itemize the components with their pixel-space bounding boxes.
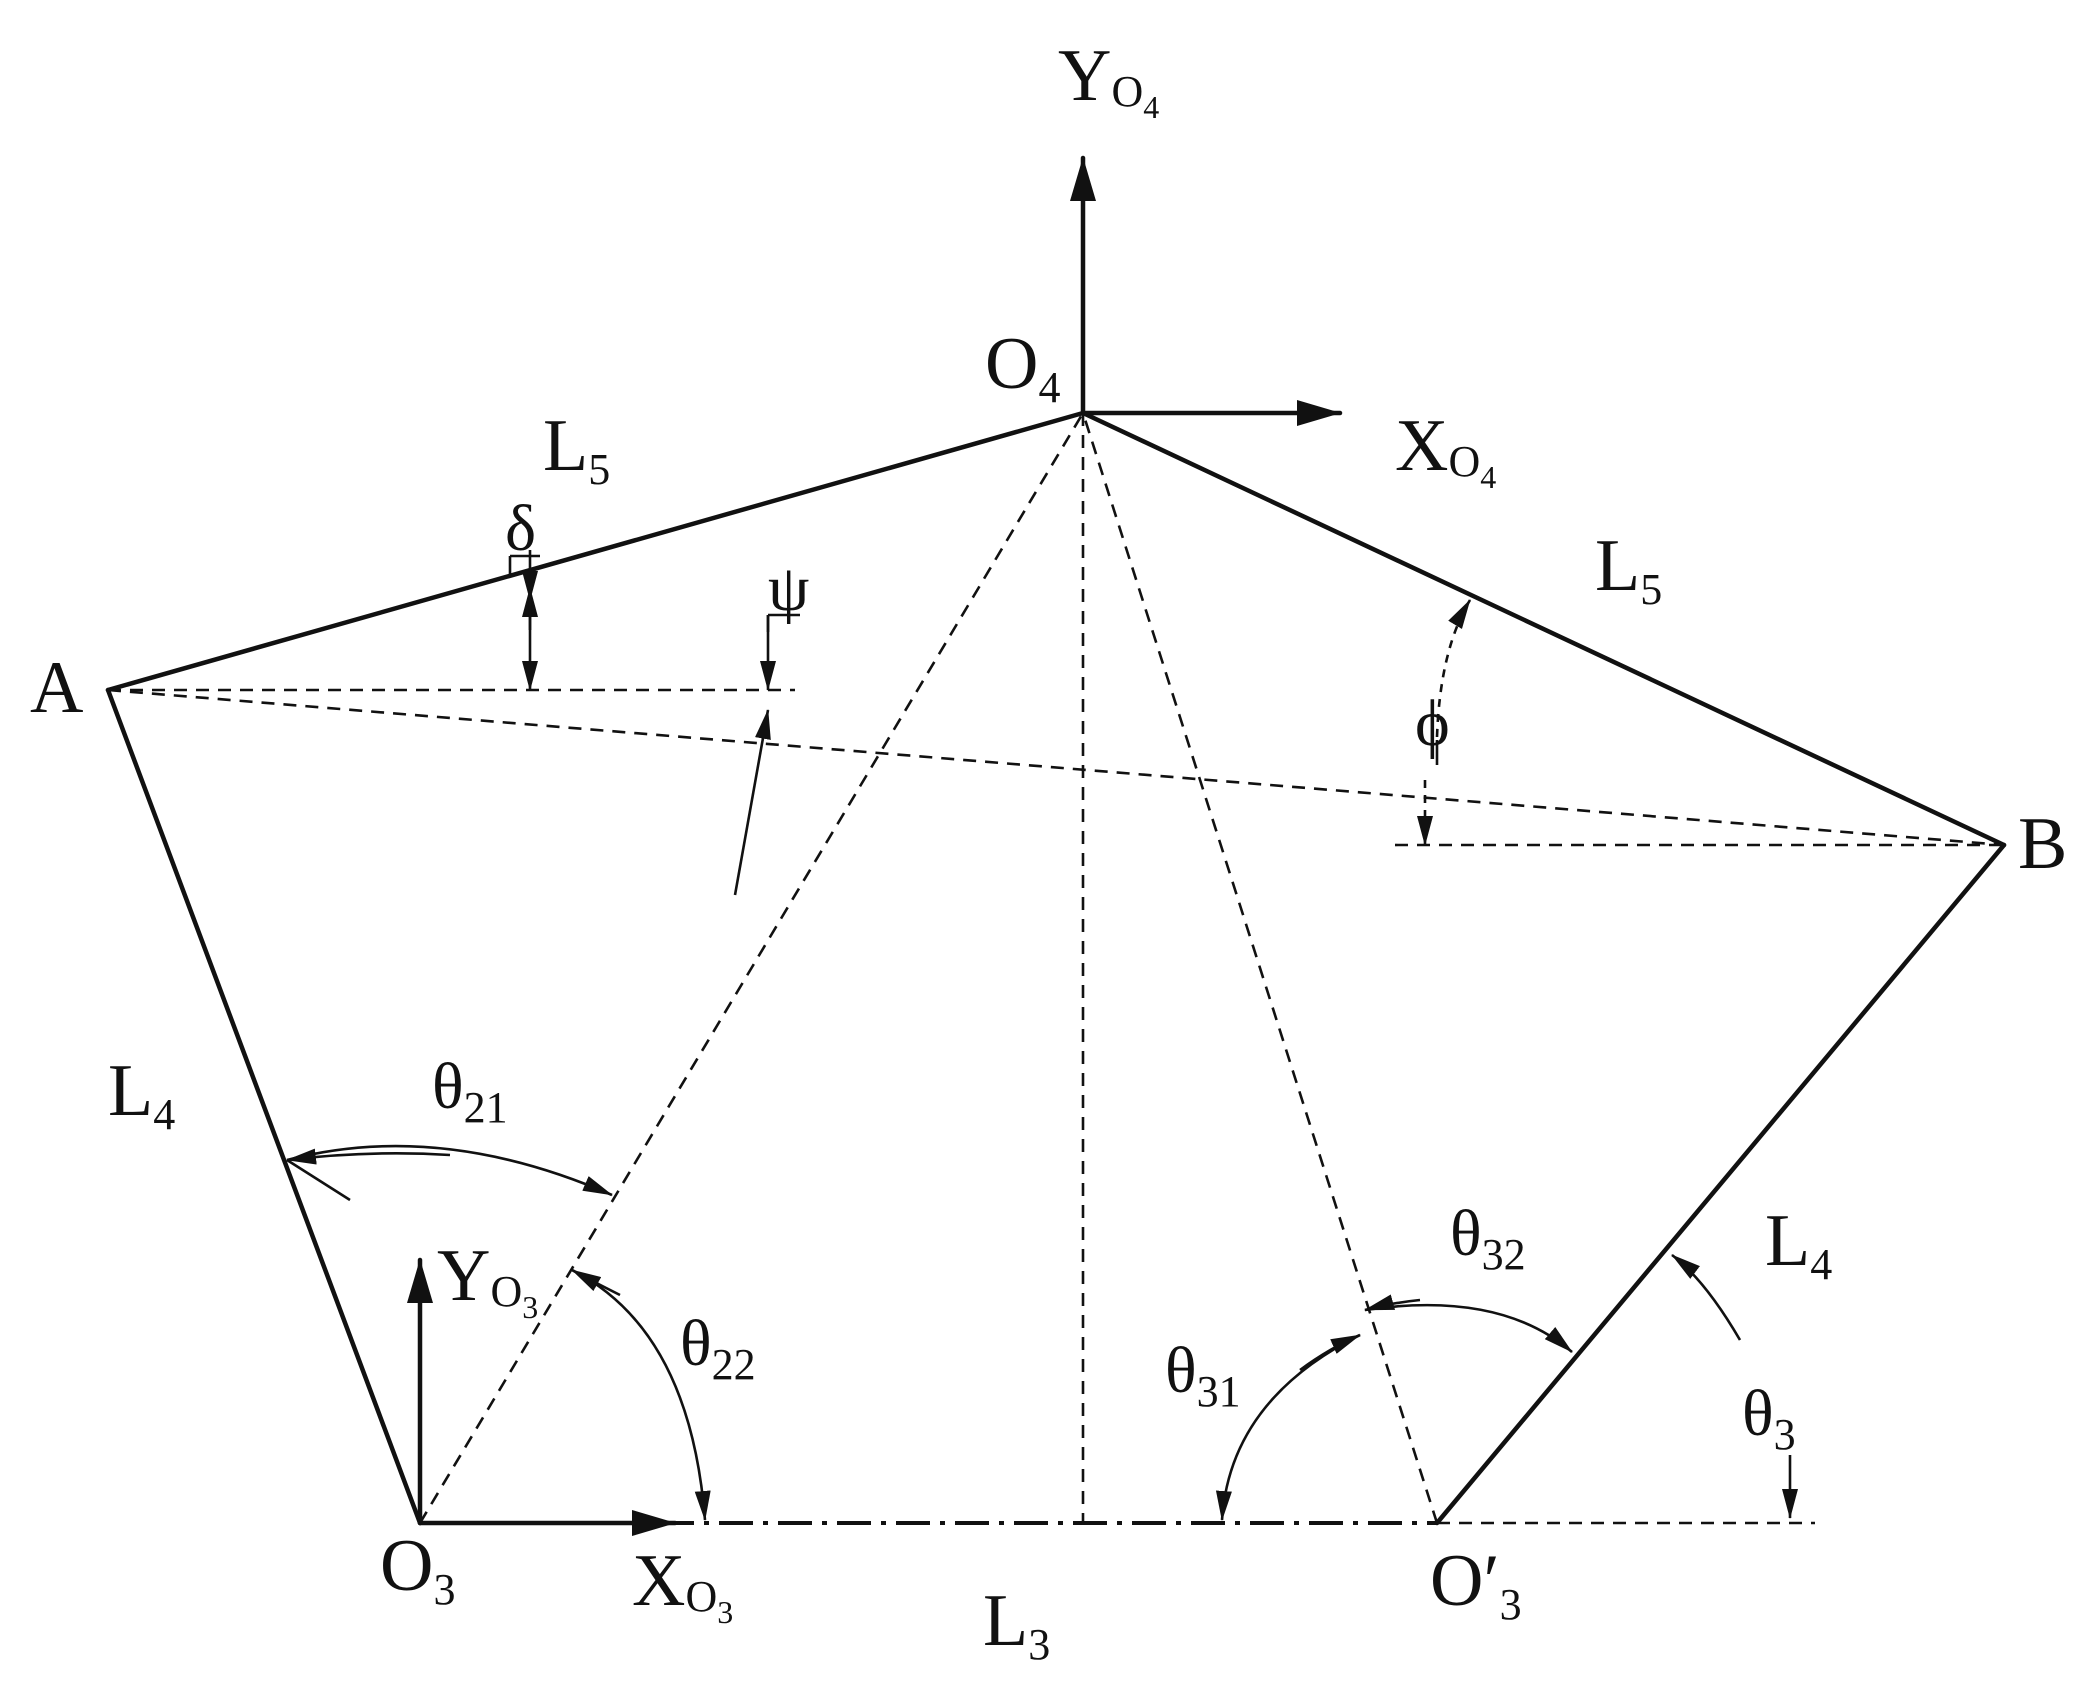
label-theta31: θ31	[1165, 1334, 1241, 1416]
angle-theta22-arc-start	[571, 1268, 621, 1297]
link-L5-right	[1080, 410, 2007, 848]
label-YO3: YO3	[437, 1235, 538, 1325]
label-L5-right: L5	[1595, 525, 1662, 614]
label-O3: O3	[380, 1525, 455, 1614]
label-XO4: XO4	[1395, 405, 1496, 495]
label-O4: O4	[985, 323, 1060, 412]
angle-theta31-arc-start	[1299, 1333, 1361, 1372]
label-L4-right: L4	[1765, 1200, 1832, 1289]
dashed-A-B	[107, 688, 2005, 847]
angle-theta21-arc-left	[286, 1148, 451, 1165]
label-phi: ϕ	[1415, 687, 1450, 760]
label-A: A	[30, 647, 83, 729]
label-O3-prime: O′3	[1430, 1540, 1522, 1629]
label-psi: ψ	[768, 552, 809, 625]
label-delta: δ	[505, 492, 536, 565]
label-L4-left: L4	[108, 1050, 175, 1139]
label-B: B	[2018, 803, 2067, 885]
link-L5-left	[105, 410, 1086, 693]
angle-theta32-arc	[1364, 1303, 1573, 1353]
dashed-O3-O4	[418, 412, 1085, 1524]
angle-psi-marker	[733, 613, 800, 896]
angle-theta31-arc	[1215, 1333, 1361, 1521]
angle-phi-marker	[1417, 599, 1472, 846]
label-L5-left: L5	[543, 405, 610, 494]
label-YO4: YO4	[1058, 35, 1159, 125]
label-XO3: XO3	[632, 1540, 733, 1630]
link-L4-left	[105, 687, 423, 1526]
link-L4-right	[1434, 842, 2007, 1526]
label-theta32: θ32	[1450, 1197, 1526, 1279]
angle-theta3-arc	[1671, 1253, 1742, 1341]
angle-theta32-arc-start	[1364, 1294, 1421, 1312]
label-L3: L3	[983, 1580, 1050, 1669]
angle-delta-marker	[508, 550, 540, 691]
label-theta21: θ21	[432, 1050, 508, 1132]
dashed-O3p-O4	[1081, 412, 1439, 1524]
label-theta22: θ22	[680, 1307, 756, 1389]
label-theta3: θ3	[1742, 1377, 1796, 1459]
